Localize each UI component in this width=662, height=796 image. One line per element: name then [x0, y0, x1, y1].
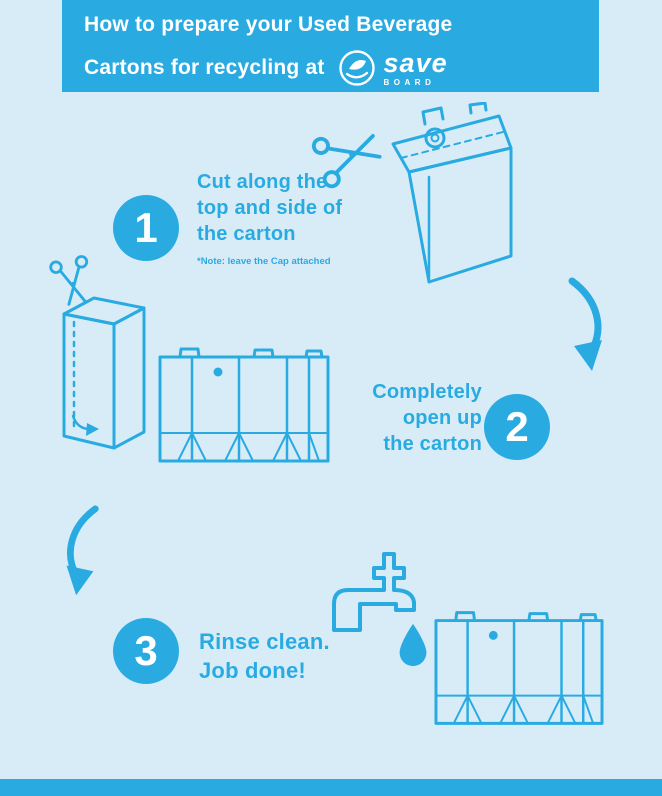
step-1-label: Cut along the top and side of the carton	[197, 171, 343, 245]
water-drop-icon	[398, 622, 428, 673]
flattened-carton-illustration	[157, 345, 331, 468]
step-3-number: 3	[134, 627, 158, 674]
curved-arrow-down-icon	[56, 504, 102, 605]
step-2-number-badge: 2	[484, 394, 550, 460]
step-1-text: Cut along the top and side of the carton…	[197, 169, 377, 267]
logo-word: save	[383, 47, 448, 78]
header-title-line1: How to prepare your Used Beverage	[84, 13, 453, 36]
header-title-line2: Cartons for recycling at	[84, 56, 325, 79]
step-1-number: 1	[134, 204, 158, 251]
scissors-icon	[305, 111, 395, 204]
faucet-icon	[326, 540, 430, 641]
step-2-label: Completely open up the carton	[372, 381, 482, 455]
save-board-logo: save BOARD	[337, 48, 448, 88]
curved-arrow-down-icon	[566, 276, 612, 381]
step-1-note: *Note: leave the Cap attached	[197, 256, 331, 267]
step-2-number: 2	[505, 403, 529, 450]
scissors-icon	[37, 251, 104, 314]
header-banner: How to prepare your Used Beverage Carton…	[62, 0, 599, 92]
step-1-number-badge: 1	[113, 195, 179, 261]
flattened-carton-illustration	[434, 606, 604, 733]
carton-dashed-cut-illustration	[58, 286, 150, 463]
save-board-logo-icon	[338, 50, 375, 86]
step-3-number-badge: 3	[113, 618, 179, 684]
carton-cut-open-illustration	[383, 101, 533, 297]
step-3-label: Rinse clean. Job done!	[199, 629, 330, 683]
logo-subword: BOARD	[383, 77, 436, 87]
bottom-accent-bar	[0, 779, 662, 796]
